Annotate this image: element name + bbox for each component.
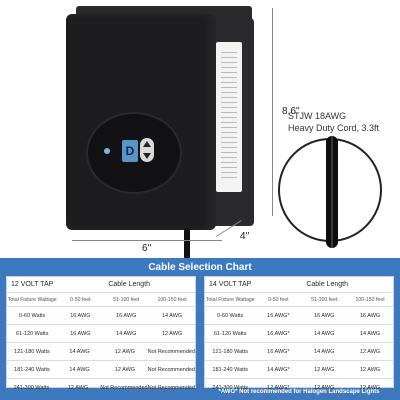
table-row: 61-120 Watts 16 AWG 14 AWG 12 AWG: [7, 325, 195, 343]
subheader-cell: Total Fixture Wattage: [7, 296, 57, 303]
table-cell: Not Recommended: [100, 385, 148, 391]
table-cell: 16 AWG: [359, 312, 381, 319]
subheader-cell: 0-50 feet: [268, 296, 289, 303]
table-cell: 0-60 Watts: [19, 312, 46, 319]
up-down-buttons-icon: [140, 138, 154, 162]
table-row: 0-60 Watts 16 AWG 16 AWG 14 AWG: [7, 307, 195, 325]
table-row: 181-240 Watts 14 AWG 12 AWG Not Recommen…: [7, 361, 195, 379]
table-cell: 14 AWG: [314, 348, 335, 355]
product-photo: D 6'' 8.6'' 4'' STJW 18AWG Heavy Duty Co…: [66, 6, 392, 260]
tap-label: 12 VOLT TAP: [11, 281, 54, 288]
depth-dimension-label: 4'': [240, 231, 250, 242]
subheader-cell: 0-50 feet: [70, 296, 91, 303]
table-cell: 12 AWG: [67, 385, 89, 391]
table-cell: 14 AWG: [161, 312, 183, 319]
cable-selection-chart: Cable Selection Chart 12 VOLT TAP Cable …: [0, 258, 400, 400]
table-row: 181-240 Watts 14 AWG* 12 AWG 12 AWG: [205, 361, 393, 379]
cord-spec-line2: Heavy Duty Cord, 3.3ft: [288, 123, 380, 133]
table-12-volt: 12 VOLT TAP Cable Length Total Fixture W…: [6, 276, 196, 391]
chart-title: Cable Selection Chart: [148, 262, 252, 273]
table-cell: 14 AWG: [314, 330, 335, 337]
table-row: 241-300 Watts 12 AWG Not Recommended Not…: [7, 379, 195, 397]
width-dimension-line: [72, 240, 222, 241]
cord-spec-note: STJW 18AWG Heavy Duty Cord, 3.3ft: [288, 110, 392, 134]
table-cell: 121-180 Watts: [212, 348, 248, 355]
table-cell: 16 AWG: [70, 330, 91, 337]
table-cell: 181-240 Watts: [212, 366, 248, 373]
table-subheader-row: Total Fixture Wattage 0-50 feet 51-100 f…: [205, 293, 393, 307]
table-cell: 16 AWG: [116, 312, 137, 319]
subheader-cell: 51-100 feet: [311, 296, 338, 303]
cord-closeup: [326, 136, 338, 248]
table-cell: 12 AWG: [359, 348, 381, 355]
width-dimension-label: 6'': [142, 243, 152, 254]
table-cell: 14 AWG: [69, 366, 90, 373]
table-cell: 12 AWG: [359, 385, 381, 391]
table-row: 121-180 Watts 14 AWG 12 AWG Not Recommen…: [7, 343, 195, 361]
table-cell: 181-240 Watts: [14, 366, 50, 373]
cable-length-label: Cable Length: [108, 281, 150, 288]
table-row: 121-180 Watts 16 AWG* 14 AWG 12 AWG: [205, 343, 393, 361]
table-cell: 0-60 Watts: [217, 312, 244, 319]
table-cell: 12 AWG: [314, 385, 335, 391]
table-cell: 16 AWG*: [267, 330, 290, 337]
subheader-cell: Total Fixture Wattage: [205, 296, 255, 303]
table-cell: Not Recommended: [147, 366, 195, 373]
cable-length-label: Cable Length: [306, 281, 348, 288]
table-14-volt: 14 VOLT TAP Cable Length Total Fixture W…: [204, 276, 394, 391]
table-cell: 16 AWG*: [267, 348, 290, 355]
cord-zoom-circle: [278, 136, 382, 248]
indicator-led: [104, 148, 110, 154]
table-row: 241-300 Watts 12 AWG* 12 AWG 12 AWG: [205, 379, 393, 397]
table-row: 0-60 Watts 16 AWG* 16 AWG 16 AWG: [205, 307, 393, 325]
table-cell: 121-180 Watts: [14, 348, 50, 355]
table-header-row: 14 VOLT TAP Cable Length: [205, 277, 393, 293]
digital-display: D: [122, 140, 138, 162]
awg-footnote: *AWG* Not recommended for Halogen Landsc…: [218, 389, 380, 395]
table-cell: 14 AWG: [359, 330, 381, 337]
table-cell: 12 AWG*: [267, 385, 290, 391]
spec-label: [216, 42, 242, 192]
table-cell: 14 AWG: [116, 330, 137, 337]
height-dimension-label: 8.6'': [282, 106, 300, 117]
table-cell: Not Recommended: [147, 348, 195, 355]
table-cell: 241-300 Watts: [13, 385, 50, 391]
power-cord: [184, 228, 190, 260]
table-cell: 14 AWG: [69, 348, 90, 355]
table-cell: 12 AWG: [359, 366, 381, 373]
table-cell: 12 AWG: [114, 348, 136, 355]
subheader-cell: 100-150 feet: [157, 296, 187, 303]
table-cell: 16 AWG*: [267, 312, 290, 319]
subheader-cell: 100-150 feet: [355, 296, 385, 303]
cord-spec-line1: STJW 18AWG: [288, 111, 347, 121]
table-cell: 16 AWG: [70, 312, 91, 319]
height-dimension-line: [272, 8, 273, 216]
subheader-cell: 51-100 feet: [113, 296, 140, 303]
table-cell: 241-300 Watts: [212, 385, 248, 391]
table-cell: Not Recommended: [147, 385, 195, 391]
table-header-row: 12 VOLT TAP Cable Length: [7, 277, 195, 293]
table-cell: 16 AWG: [314, 312, 335, 319]
table-row: 61-120 Watts 16 AWG* 14 AWG 14 AWG: [205, 325, 393, 343]
tap-label: 14 VOLT TAP: [209, 281, 252, 288]
table-subheader-row: Total Fixture Wattage 0-50 feet 51-100 f…: [7, 293, 195, 307]
table-cell: 12 AWG: [314, 366, 335, 373]
table-cell: 61-120 Watts: [213, 330, 247, 337]
table-cell: 12 AWG: [114, 366, 136, 373]
table-cell: 14 AWG*: [267, 366, 290, 373]
table-cell: 61-120 Watts: [15, 330, 49, 337]
table-cell: 12 AWG: [161, 330, 183, 337]
